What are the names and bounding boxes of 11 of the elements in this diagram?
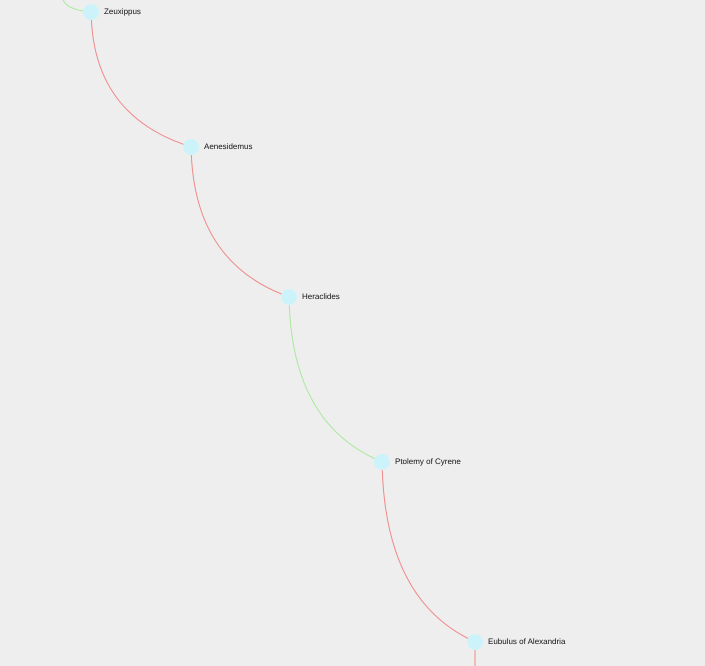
connector-line xyxy=(288,304,376,460)
node-label: Zeuxippus xyxy=(104,7,141,17)
connector-line xyxy=(62,0,84,12)
connector-line xyxy=(474,650,476,666)
connector-line xyxy=(90,20,184,145)
node-label: Heraclides xyxy=(302,292,340,302)
node-label: Ptolemy of Cyrene xyxy=(395,457,461,467)
node-label: Aenesidemus xyxy=(204,142,252,152)
connector-line xyxy=(190,154,282,294)
node-label: Eubulus of Alexandria xyxy=(488,637,566,647)
connector-line xyxy=(382,470,468,639)
